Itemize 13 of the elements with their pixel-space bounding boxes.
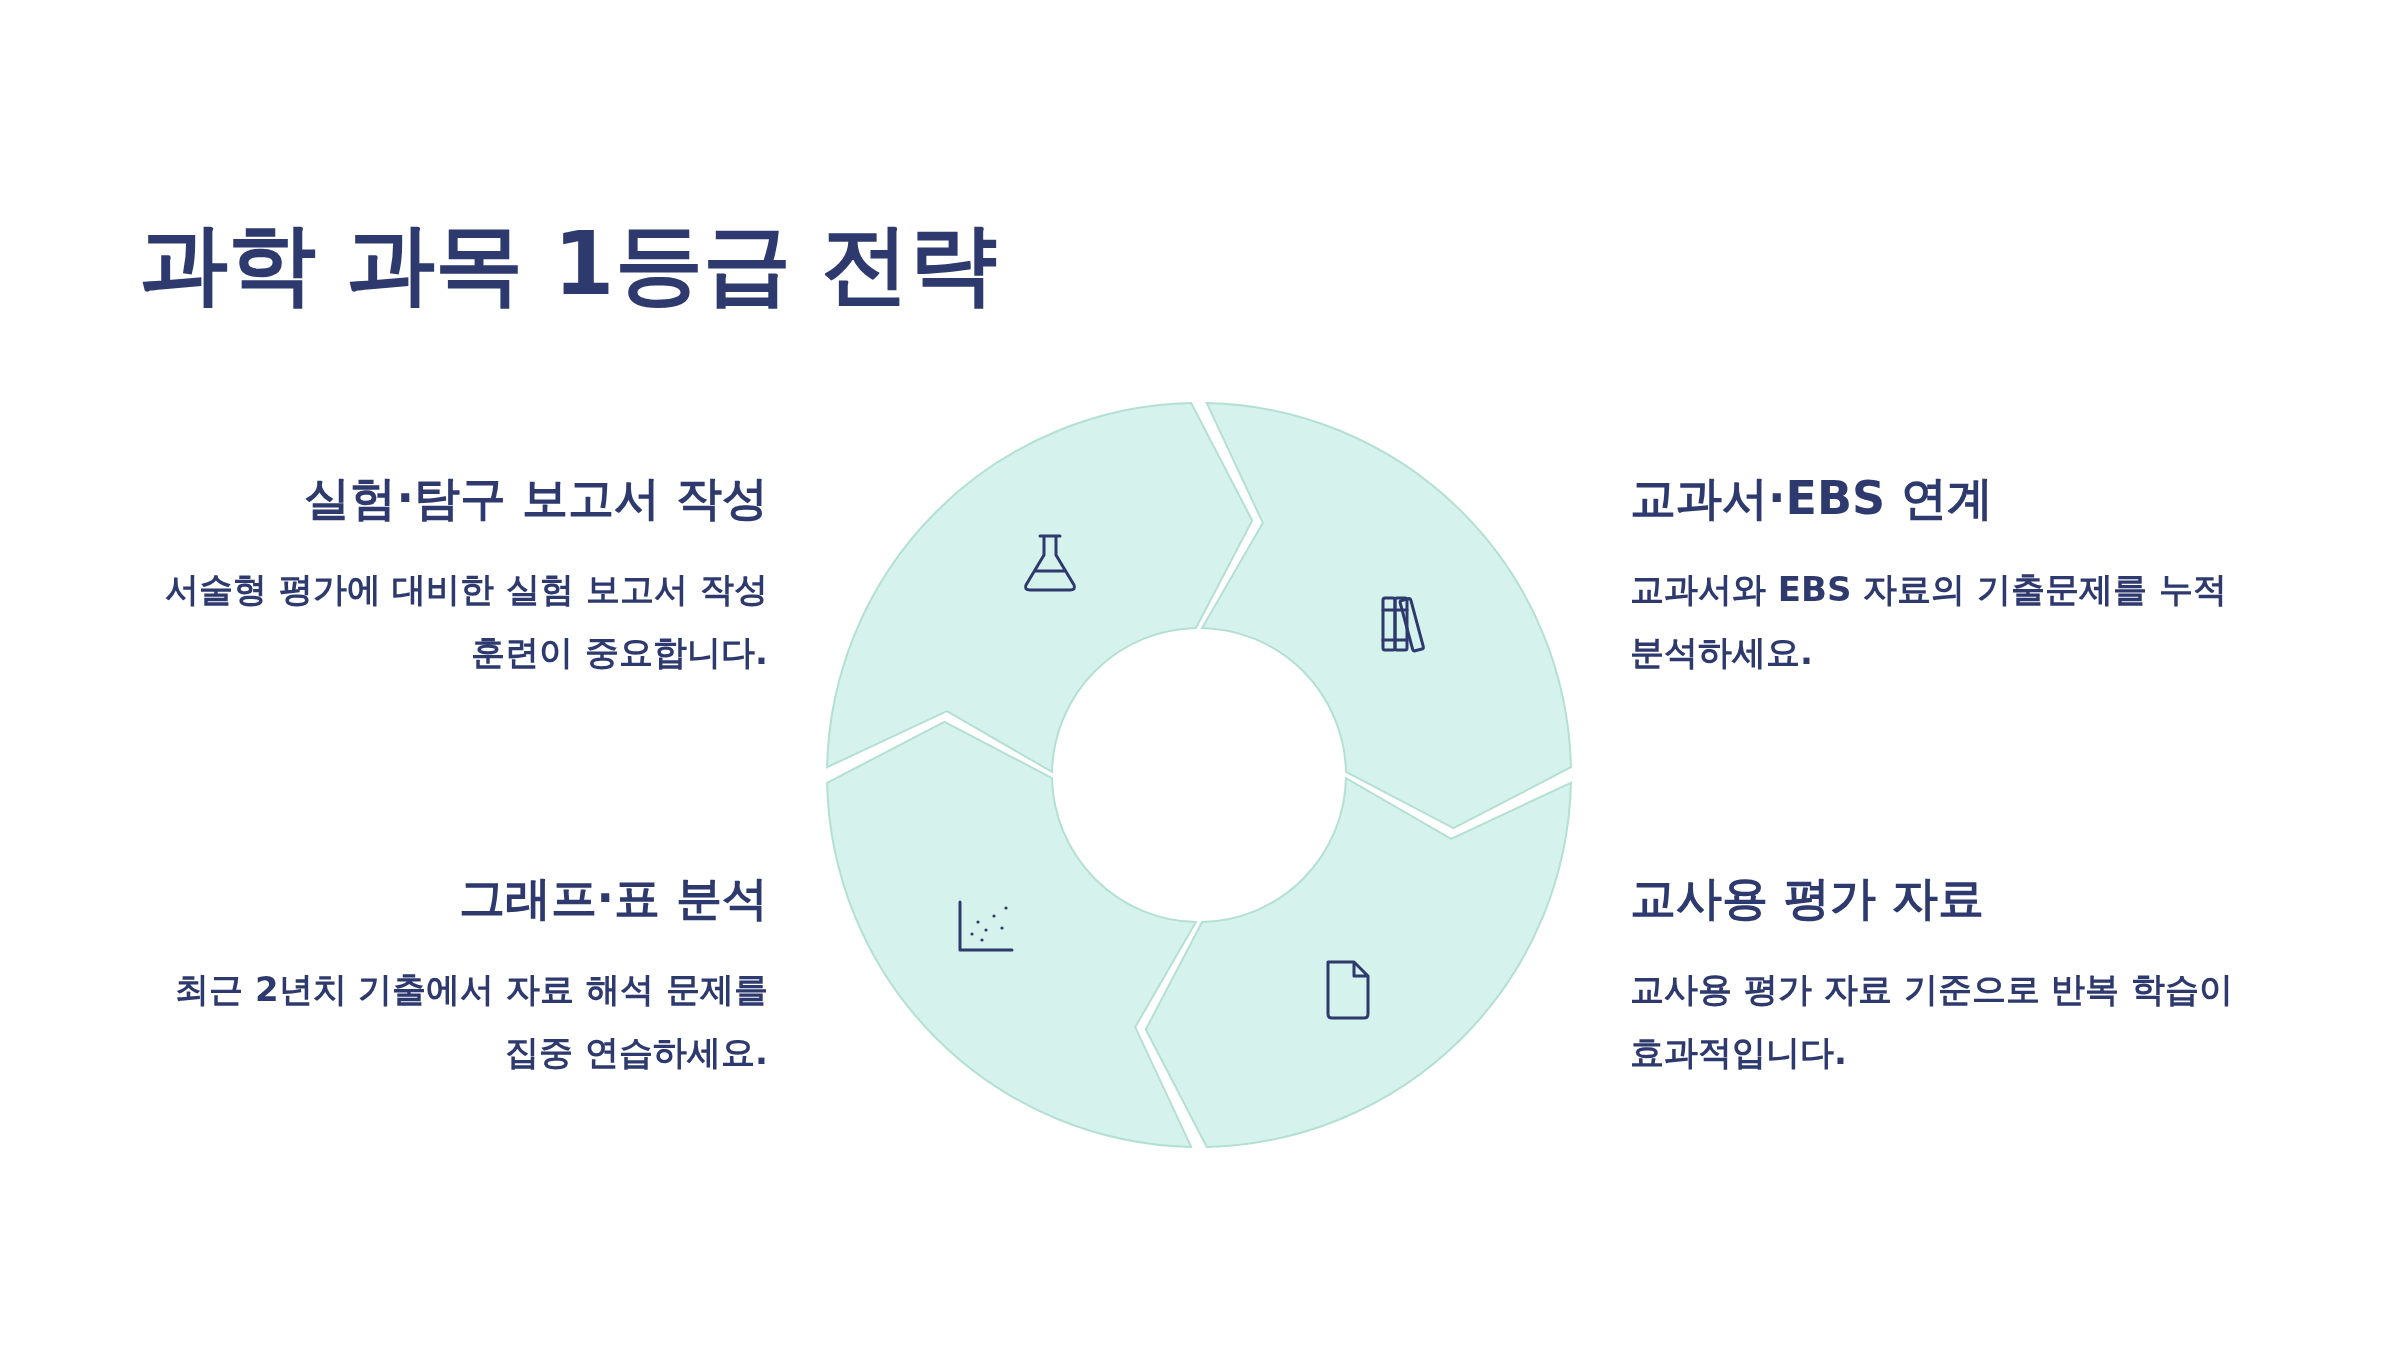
step-heading: 실험·탐구 보고서 작성: [304, 470, 768, 527]
step-description: 최근 2년치 기출에서 자료 해석 문제를 집중 연습하세요.: [174, 968, 768, 1074]
step-description: 교사용 평가 자료 기준으로 반복 학습이 효과적입니다.: [1630, 968, 2235, 1074]
step-description: 교과서와 EBS 자료의 기출문제를 누적 분석하세요.: [1630, 568, 2228, 674]
cycle-segment: [1144, 777, 1572, 1148]
cycle-segment: [826, 402, 1254, 773]
step-description: 서술형 평가에 대비한 실험 보고서 작성 훈련이 중요합니다.: [163, 568, 768, 674]
title: 과학 과목 1등급 전략: [140, 211, 998, 317]
step-heading: 교사용 평가 자료: [1630, 870, 1985, 927]
cycle-segment: [1201, 402, 1572, 830]
step-heading: 교과서·EBS 연계: [1630, 470, 1994, 527]
step-heading: 그래프·표 분석: [458, 870, 768, 927]
cycle-segment: [826, 720, 1197, 1148]
